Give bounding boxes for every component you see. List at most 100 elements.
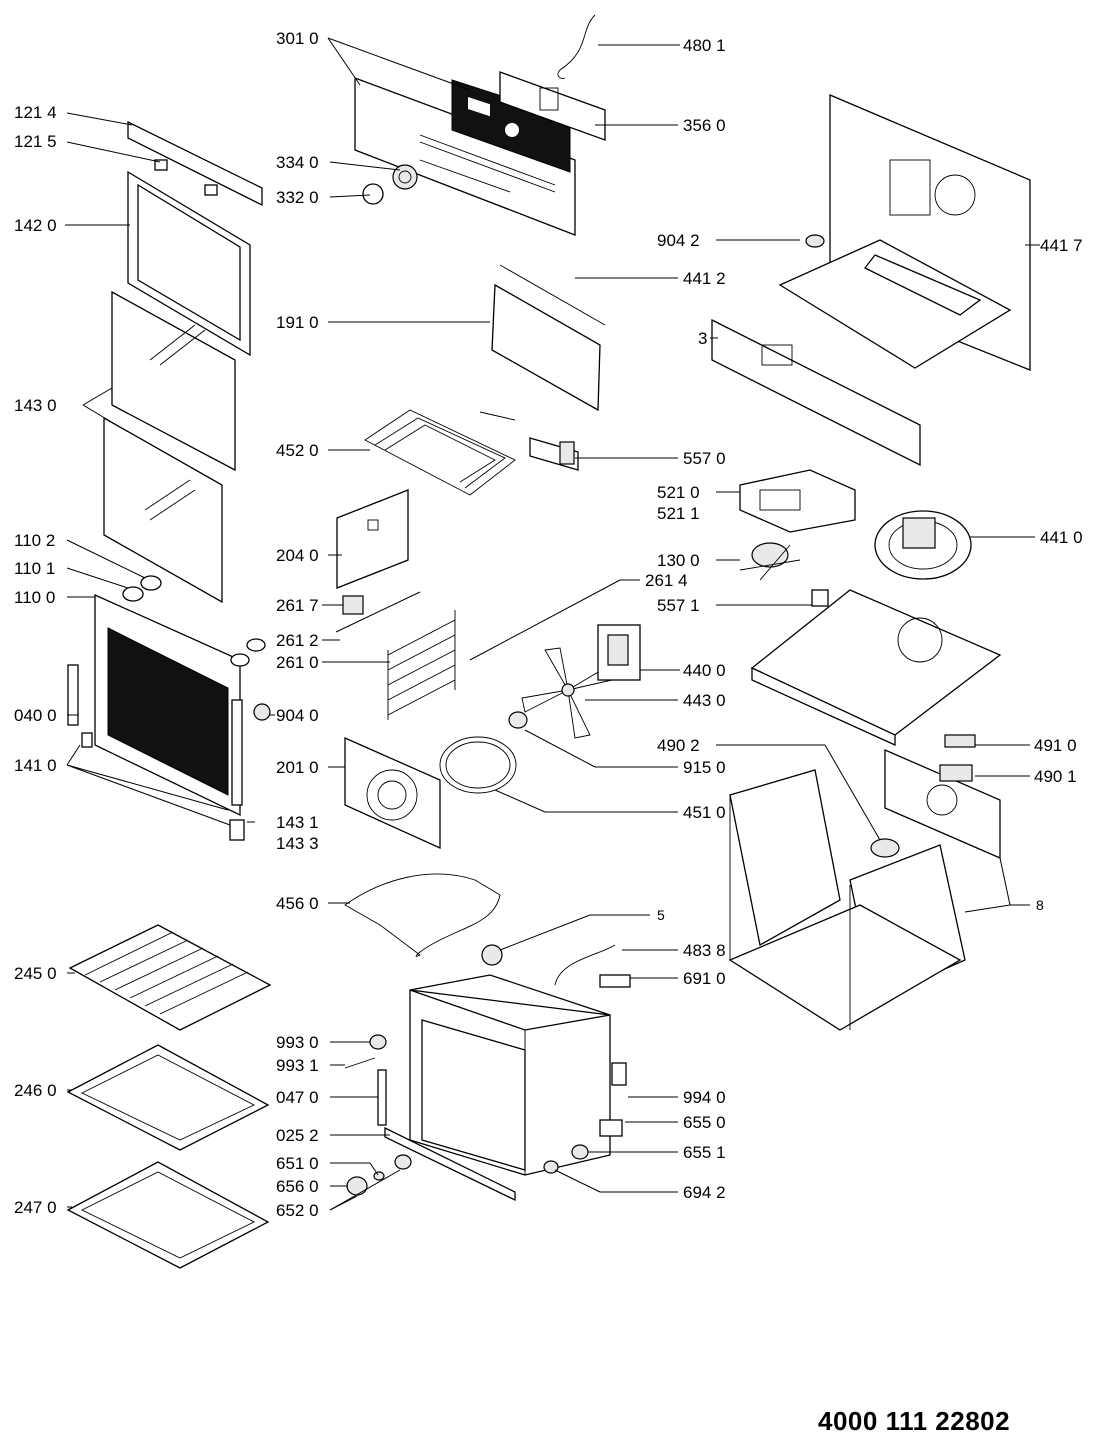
- label-261-4: 261 4: [645, 571, 688, 590]
- thermostat-part: [529, 437, 579, 471]
- hinge-disc-parts: [122, 575, 271, 721]
- leader-lines: [65, 37, 1040, 1211]
- label-142-0: 142 0: [14, 216, 57, 235]
- label-047-0: 047 0: [276, 1088, 319, 1107]
- label-651-0: 651 0: [276, 1154, 319, 1173]
- mains-cable-part: [481, 944, 631, 988]
- label-201-0: 201 0: [276, 758, 319, 777]
- label-655-1: 655 1: [683, 1143, 726, 1162]
- top-cover-part: [778, 94, 1031, 371]
- label-143-1: 143 1: [276, 813, 319, 832]
- label-130-0: 130 0: [657, 551, 700, 570]
- fan-motor-part: [597, 624, 641, 681]
- label-480-1: 480 1: [683, 36, 726, 55]
- door-gasket-part: [491, 264, 606, 412]
- label-245-0: 245 0: [14, 964, 57, 983]
- label-915-0: 915 0: [683, 758, 726, 777]
- label-356-0: 356 0: [683, 116, 726, 135]
- control-board-part: [499, 14, 606, 141]
- duct-plate-part: [750, 589, 1002, 747]
- label-025-2: 025 2: [276, 1126, 319, 1145]
- label-110-0: 110 0: [14, 588, 55, 607]
- label-143-3: 143 3: [276, 834, 319, 853]
- label-452-0: 452 0: [276, 441, 319, 460]
- label-301-0: 301 0: [276, 29, 319, 48]
- label-691-0: 691 0: [683, 969, 726, 988]
- label-191-0: 191 0: [276, 313, 319, 332]
- thermostat-small-part: [811, 589, 829, 607]
- outer-door-part: [67, 593, 245, 841]
- label-204-0: 204 0: [276, 546, 319, 565]
- label-694-2: 694 2: [683, 1183, 726, 1202]
- label-490-2: 490 2: [657, 736, 700, 755]
- label-5: 5: [657, 907, 665, 923]
- label-521-1: 521 1: [657, 504, 700, 523]
- label-491-0: 491 0: [1034, 736, 1077, 755]
- label-332-0: 332 0: [276, 188, 319, 207]
- label-652-0: 652 0: [276, 1201, 319, 1220]
- label-993-0: 993 0: [276, 1033, 319, 1052]
- label-246-0: 246 0: [14, 1081, 57, 1100]
- label-121-4: 121 4: [14, 103, 57, 122]
- rear-cover-part: [336, 489, 409, 589]
- small-fittings-parts: [344, 1034, 623, 1202]
- label-141-0: 141 0: [14, 756, 57, 775]
- label-110-2: 110 2: [14, 531, 55, 550]
- part-number-labels: 301 0 480 1 356 0 121 4 121 5 334 0 332 …: [14, 29, 1083, 1220]
- rear-panel-fan-part: [344, 737, 441, 850]
- circular-element-part: [439, 736, 517, 794]
- label-8: 8: [1036, 897, 1044, 913]
- mounting-bracket-part: [711, 318, 921, 467]
- wire-rack-part: [68, 924, 272, 1031]
- lamp-parts: [335, 591, 421, 633]
- door-glass-panes: [103, 170, 251, 604]
- label-490-1: 490 1: [1034, 767, 1077, 786]
- lower-element-part: [344, 873, 501, 957]
- grill-element-part: [364, 409, 516, 496]
- terminal-panel-part: [884, 734, 1001, 859]
- label-483-8: 483 8: [683, 941, 726, 960]
- label-110-1: 110 1: [14, 559, 55, 578]
- knob-parts: [362, 164, 418, 205]
- label-441-7: 441 7: [1040, 236, 1083, 255]
- label-3: 3: [698, 329, 707, 348]
- label-521-0: 521 0: [657, 483, 700, 502]
- label-456-0: 456 0: [276, 894, 319, 913]
- relay-board-part: [739, 469, 856, 533]
- label-247-0: 247 0: [14, 1198, 57, 1217]
- oven-cavity-part: [409, 974, 627, 1176]
- baking-tray-part: [66, 1044, 270, 1151]
- label-261-2: 261 2: [276, 631, 319, 650]
- spacer-part: [508, 711, 528, 729]
- label-557-0: 557 0: [683, 449, 726, 468]
- label-143-0: 143 0: [14, 396, 57, 415]
- label-557-1: 557 1: [657, 596, 700, 615]
- cooling-fan-part: [874, 510, 972, 580]
- gasket-ring-part: [870, 838, 900, 858]
- label-656-0: 656 0: [276, 1177, 319, 1196]
- label-994-0: 994 0: [683, 1088, 726, 1107]
- label-993-1: 993 1: [276, 1056, 319, 1075]
- thermal-cutout-part: [739, 542, 801, 581]
- drip-pan-part: [66, 1161, 270, 1269]
- label-441-2: 441 2: [683, 269, 726, 288]
- document-number: 4000 111 22802: [818, 1406, 1011, 1436]
- label-121-5: 121 5: [14, 132, 57, 151]
- control-panel-part: [354, 77, 576, 236]
- label-440-0: 440 0: [683, 661, 726, 680]
- outer-casing-part: [728, 769, 966, 1031]
- door-trim-part: [127, 120, 263, 207]
- label-655-0: 655 0: [683, 1113, 726, 1132]
- label-040-0: 040 0: [14, 706, 57, 725]
- label-451-0: 451 0: [683, 803, 726, 822]
- label-904-2: 904 2: [657, 231, 700, 250]
- label-334-0: 334 0: [276, 153, 319, 172]
- shelf-runners-part: [387, 610, 456, 720]
- label-443-0: 443 0: [683, 691, 726, 710]
- label-904-0: 904 0: [276, 706, 319, 725]
- label-441-0: 441 0: [1040, 528, 1083, 547]
- label-261-0: 261 0: [276, 653, 319, 672]
- label-261-7: 261 7: [276, 596, 319, 615]
